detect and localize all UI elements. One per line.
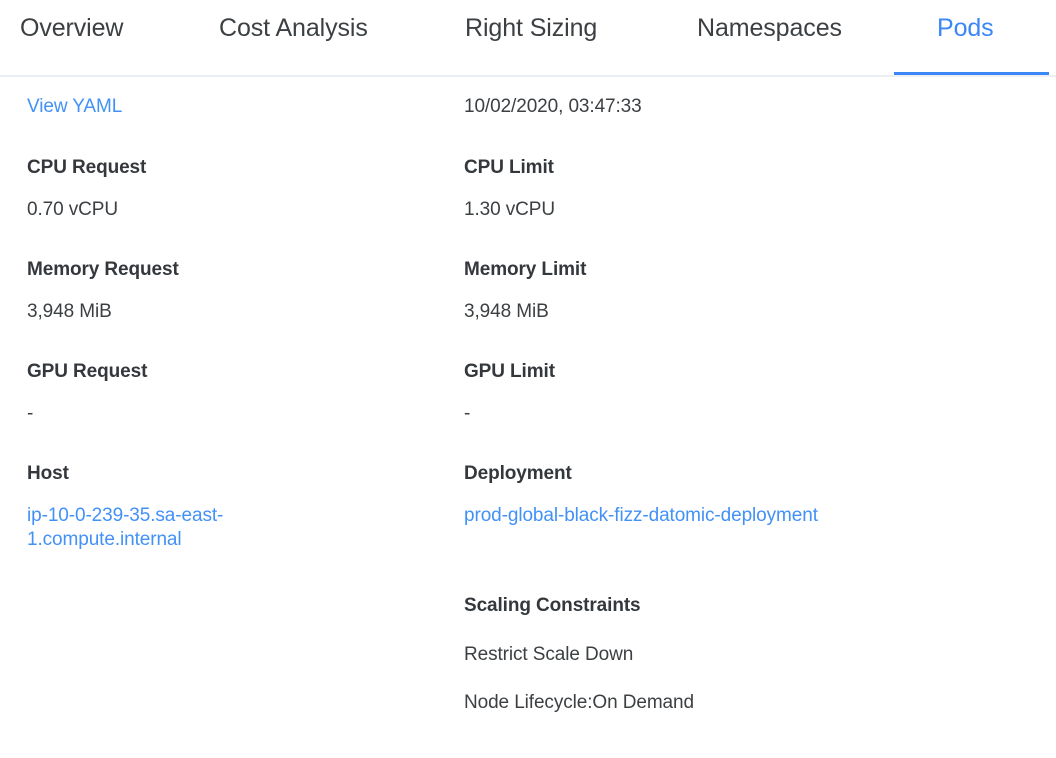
host-link[interactable]: ip-10-0-239-35.sa-east-1.compute.interna… xyxy=(27,505,224,550)
memory-limit-value: 3,948 MiB xyxy=(464,301,549,322)
tab-overview-label: Overview xyxy=(20,14,124,42)
memory-request-value: 3,948 MiB xyxy=(27,301,112,322)
view-yaml-row: View YAML xyxy=(27,95,122,119)
gpu-request-label: GPU Request xyxy=(27,361,148,382)
gpu-limit-value: - xyxy=(464,403,471,424)
active-tab-indicator xyxy=(894,72,1049,75)
tab-bar: Overview Cost Analysis Right Sizing Name… xyxy=(0,0,1056,77)
pod-timestamp: 10/02/2020, 03:47:33 xyxy=(464,96,642,117)
cpu-limit-label: CPU Limit xyxy=(464,157,554,178)
tab-cost-analysis-label: Cost Analysis xyxy=(219,14,368,42)
cpu-limit-value: 1.30 vCPU xyxy=(464,199,555,220)
scaling-constraints-label: Scaling Constraints xyxy=(464,595,641,616)
pod-detail-panel: View YAML CPU Request 0.70 vCPU Memory R… xyxy=(0,77,1056,758)
deployment-link[interactable]: prod-global-black-fizz-datomic-deploymen… xyxy=(464,505,818,526)
gpu-limit-label: GPU Limit xyxy=(464,361,555,382)
host-label: Host xyxy=(27,463,69,484)
memory-request-label: Memory Request xyxy=(27,259,179,280)
view-yaml-link[interactable]: View YAML xyxy=(27,96,123,117)
cpu-request-label: CPU Request xyxy=(27,157,147,178)
memory-limit-label: Memory Limit xyxy=(464,259,587,280)
gpu-request-value: - xyxy=(27,403,34,424)
tab-pods[interactable]: Pods xyxy=(937,0,994,75)
scaling-constraint-node-lifecycle: Node Lifecycle:On Demand xyxy=(464,692,694,713)
deployment-label: Deployment xyxy=(464,463,572,484)
tab-pods-label: Pods xyxy=(937,14,994,42)
tab-right-sizing[interactable]: Right Sizing xyxy=(465,0,597,75)
tab-namespaces[interactable]: Namespaces xyxy=(697,0,842,75)
tab-overview[interactable]: Overview xyxy=(20,0,123,75)
tab-cost-analysis[interactable]: Cost Analysis xyxy=(219,0,368,75)
cpu-request-value: 0.70 vCPU xyxy=(27,199,118,220)
tab-bar-divider xyxy=(0,75,1056,77)
tab-right-sizing-label: Right Sizing xyxy=(465,14,598,42)
scaling-constraint-restrict-scale-down: Restrict Scale Down xyxy=(464,644,634,665)
tab-namespaces-label: Namespaces xyxy=(697,14,842,42)
tab-list: Overview Cost Analysis Right Sizing Name… xyxy=(0,0,1056,75)
